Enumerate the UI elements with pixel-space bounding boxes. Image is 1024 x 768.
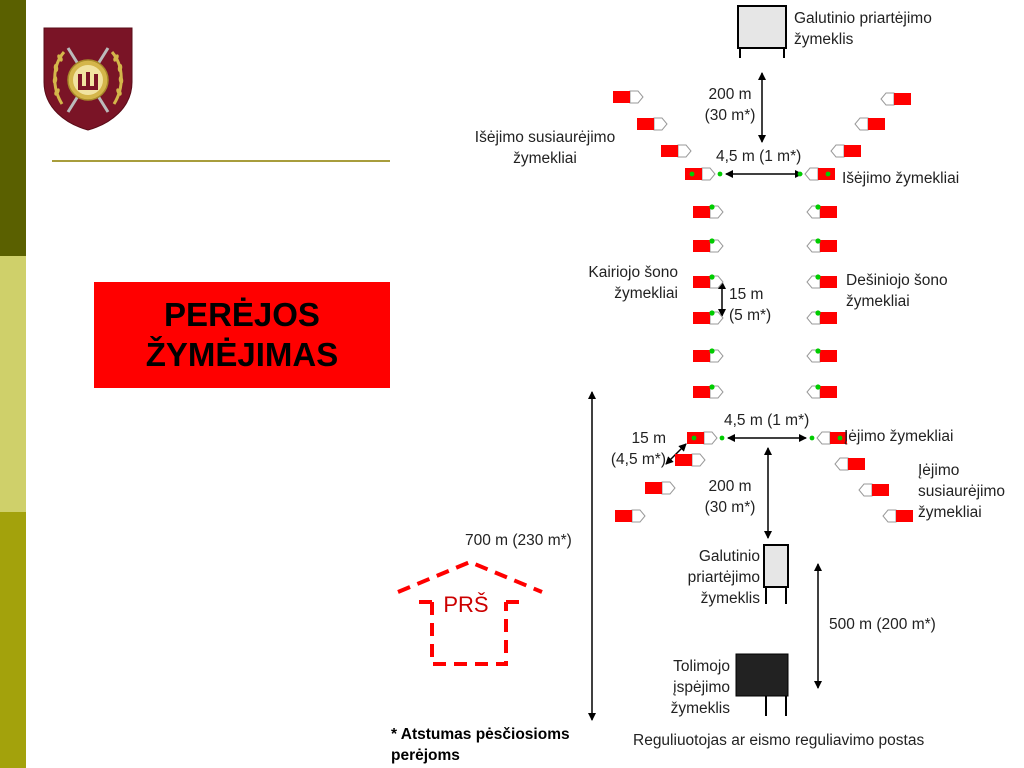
entry-marker-left [687, 431, 718, 445]
house-label: PRŠ [443, 592, 488, 617]
label-entry-width: 4,5 m (1 m*) [724, 412, 810, 429]
title-line-2: ŽYMĖJIMAS [145, 336, 339, 373]
right-side-marker-3 [806, 310, 837, 325]
entry-narrow-marker-right-1 [858, 483, 889, 497]
advance-warning-board [735, 653, 789, 716]
label-warn-500: 500 m (200 m*) [829, 616, 936, 633]
exit-narrow-marker-left-1 [637, 117, 668, 131]
sidebar-decoration [0, 0, 26, 768]
left-side-marker-1 [693, 238, 724, 253]
exit-marker-left [685, 167, 716, 181]
label-entry-200: 200 m (30 m*) [704, 478, 756, 516]
entry-marker-right-dot-2 [809, 435, 815, 441]
exit-marker-right [804, 167, 835, 181]
label-right-side: Dešiniojo šono žymekliai [846, 272, 948, 310]
left-side-marker-0 [693, 204, 724, 219]
left-side-marker-3 [693, 310, 724, 325]
label-exit-narrow: Išėjimo susiaurėjimo žymekliai [474, 129, 616, 167]
left-side-marker-5 [693, 384, 724, 399]
exit-narrow-marker-right-2 [830, 144, 861, 158]
entry-marker-right [816, 431, 847, 445]
entry-narrow-marker-left-2 [615, 509, 646, 523]
label-exit-width: 4,5 m (1 m*) [716, 148, 802, 165]
left-side-marker-2 [693, 274, 724, 289]
exit-narrow-marker-right-1 [854, 117, 885, 131]
entry-narrow-marker-left-1 [645, 481, 676, 495]
label-side-15: 15 m (5 m*) [729, 286, 772, 324]
exit-marker-right-dot-2 [797, 171, 803, 177]
entry-marker-left-dot-2 [719, 435, 725, 441]
label-entry-markers: Įėjimo žymekliai [844, 428, 954, 445]
label-left-side: Kairiojo šono žymekliai [588, 264, 678, 302]
marker-group [613, 90, 913, 523]
entry-narrow-marker-right-0 [834, 457, 865, 471]
sidebar-segment-top [0, 0, 26, 256]
entry-marker-left-dot [691, 435, 697, 441]
exit-marker-right-dot [825, 171, 831, 177]
right-side-marker-2 [806, 274, 837, 289]
dashed-house-icon [397, 559, 543, 666]
sidebar-segment-middle [0, 256, 26, 512]
label-final-board: Galutinio priartėjimo žymeklis [687, 548, 760, 607]
title-line-1: PERĖJOS [164, 296, 320, 333]
top-approach-board [737, 5, 787, 58]
exit-narrow-marker-left-2 [661, 144, 692, 158]
exit-narrow-marker-right-0 [880, 92, 911, 106]
right-side-marker-5 [806, 384, 837, 399]
label-entry-narrow: Įėjimo susiaurėjimo žymekliai [918, 462, 1006, 521]
entry-narrow-marker-right-2 [882, 509, 913, 523]
left-side-marker-4 [693, 348, 724, 363]
title-underline [52, 160, 390, 162]
final-approach-board [763, 544, 789, 604]
label-top-board: Galutinio priartėjimo žymeklis [794, 10, 932, 48]
entry-marker-right-dot [837, 435, 843, 441]
right-side-marker-1 [806, 238, 837, 253]
footnote: * Atstumas pėsčiosioms perėjoms [391, 726, 570, 764]
entry-narrow-marker-left-0 [675, 453, 706, 467]
title-box: PERĖJOS ŽYMĖJIMAS [94, 282, 390, 388]
label-entry-15: 15 m (4,5 m*) [610, 430, 666, 468]
exit-marker-left-dot [689, 171, 695, 177]
exit-marker-left-dot-2 [717, 171, 723, 177]
label-top-200: 200 m (30 m*) [704, 86, 756, 124]
military-crest-icon [43, 27, 133, 131]
label-total-700: 700 m (230 m*) [465, 532, 572, 549]
label-exit-markers: Išėjimo žymekliai [842, 170, 960, 187]
right-side-marker-4 [806, 348, 837, 363]
sidebar-segment-bottom [0, 512, 26, 768]
exit-narrow-marker-left-0 [613, 90, 644, 104]
label-regulator: Reguliuotojas ar eismo reguliavimo posta… [633, 732, 925, 749]
label-warning-board: Tolimojo įspėjimo žymeklis [670, 658, 730, 717]
right-side-marker-0 [806, 204, 837, 219]
